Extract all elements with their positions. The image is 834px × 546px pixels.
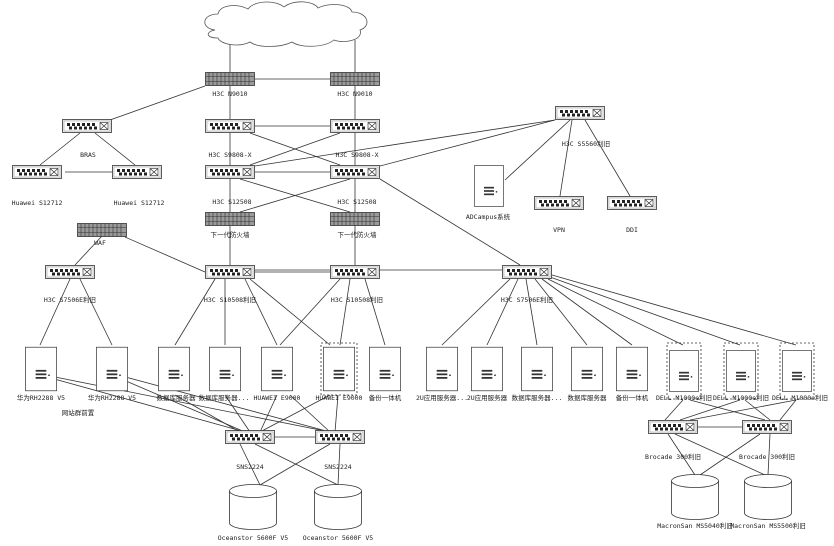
server-icon xyxy=(669,350,699,392)
server-label: 数据库服务器... xyxy=(199,393,250,402)
switch-icon xyxy=(12,165,62,179)
server-icon xyxy=(782,350,812,392)
website-group-label: 网站群前置 xyxy=(62,408,95,417)
switch-icon xyxy=(45,265,95,279)
switch-icon xyxy=(555,106,605,120)
server-icon xyxy=(521,346,553,392)
server-icon xyxy=(96,346,128,392)
server-icon xyxy=(158,346,190,392)
router-icon xyxy=(205,72,255,86)
huawei-switch-right-label: Huawei S12712 xyxy=(114,199,165,207)
server-icon xyxy=(571,346,603,392)
switch-icon xyxy=(205,119,255,133)
core-router-right-label: H3C N9010 xyxy=(337,90,372,98)
storage-icon xyxy=(229,484,277,530)
switch-icon xyxy=(742,420,792,434)
storage-label: MacronSan MS5040利旧 xyxy=(657,521,733,530)
core-router-left-label: H3C N9010 xyxy=(212,90,247,98)
agg-switch-left-label: H3C S9808-X xyxy=(208,151,251,159)
firewall-right-label: 下一代防火墙 xyxy=(338,230,378,239)
router-icon xyxy=(330,212,380,226)
server-group-frame xyxy=(666,342,702,400)
server-label: 2U应用服务器... xyxy=(416,393,468,402)
server-icon xyxy=(261,346,293,392)
switch-icon xyxy=(330,119,380,133)
server-icon xyxy=(25,346,57,392)
storage-label: Oceanstor 5600F V5 xyxy=(218,534,289,542)
s7506e-label: H3C S7506E利旧 xyxy=(44,295,96,304)
firewall-left-label: 下一代防火墙 xyxy=(211,230,251,239)
s7506e-right-label: H3C S7506E利旧 xyxy=(501,295,553,304)
devices xyxy=(12,72,815,530)
s10508-left-label: H3C S10508利旧 xyxy=(204,295,256,304)
storage-icon xyxy=(744,474,792,520)
server-label: 2U应用服务器 xyxy=(467,393,508,402)
router-icon xyxy=(77,223,127,237)
bras-label: BRAS xyxy=(80,151,96,159)
s10508-right-label: H3C S10508利旧 xyxy=(331,295,383,304)
switch-icon xyxy=(205,265,255,279)
server-icon xyxy=(474,165,504,207)
s5560-label: H3C S5560利旧 xyxy=(562,139,610,148)
s12508-left-label: H3C S12508 xyxy=(212,198,251,206)
server-label: DELL M1000e利旧 xyxy=(772,393,828,402)
adcampus-label: ADCampus系统 xyxy=(466,212,511,221)
server-label: 数据库服务器... xyxy=(512,393,563,402)
server-group-frame xyxy=(723,342,759,400)
server-icon xyxy=(369,346,401,392)
switch-icon xyxy=(330,165,380,179)
server-label: 华为RH2288 V5 xyxy=(17,393,65,402)
server-icon xyxy=(726,350,756,392)
server-label: 数据库服务器 xyxy=(568,393,608,402)
links xyxy=(39,40,797,486)
server-icon xyxy=(426,346,458,392)
switch-icon xyxy=(112,165,162,179)
switch-icon xyxy=(330,265,380,279)
switch-icon xyxy=(205,165,255,179)
brocade-right-label: Brocade 300利旧 xyxy=(739,452,795,461)
sns-left-label: SNS2224 xyxy=(236,463,263,471)
switch-icon xyxy=(502,265,552,279)
server-label: DELL M1000e利旧 xyxy=(656,393,712,402)
server-label: 数据库服务器 xyxy=(157,393,197,402)
storage-label: MacronSan MS5500利旧 xyxy=(730,521,806,530)
storage-icon xyxy=(314,484,362,530)
storage-icon xyxy=(671,474,719,520)
brocade-left-label: Brocade 300利旧 xyxy=(645,452,701,461)
server-group-frame xyxy=(320,342,358,396)
server-icon xyxy=(471,346,503,392)
switch-icon xyxy=(62,119,112,133)
server-group-frame xyxy=(779,342,815,400)
agg-switch-right-label: H3C S9808-X xyxy=(335,151,378,159)
server-label: HUAWEI E9000 xyxy=(316,394,363,402)
cloud-icon xyxy=(204,1,368,47)
waf-label: WAF xyxy=(94,239,106,247)
switch-icon xyxy=(534,196,584,210)
sns-right-label: SNS2224 xyxy=(324,463,351,471)
server-icon xyxy=(323,346,355,392)
s12508-right-label: H3C S12508 xyxy=(337,198,376,206)
switch-icon xyxy=(315,430,365,444)
server-label: 备份一体机 xyxy=(369,393,402,402)
internet-cloud xyxy=(204,1,368,47)
server-label: HUAWEI E9000 xyxy=(254,394,301,402)
server-label: 备份一体机 xyxy=(616,393,649,402)
router-icon xyxy=(330,72,380,86)
server-icon xyxy=(209,346,241,392)
switch-icon xyxy=(607,196,657,210)
server-label: 华为RH2288 V5 xyxy=(88,393,136,402)
server-icon xyxy=(616,346,648,392)
switch-icon xyxy=(225,430,275,444)
server-label: DELL M1000e利旧 xyxy=(713,393,769,402)
storage-label: Oceanstor 5600F V5 xyxy=(303,534,374,542)
huawei-switch-left-label: Huawei S12712 xyxy=(12,199,63,207)
labels: H3C N9010 H3C N9010 H3C S9808-X H3C S980… xyxy=(12,90,828,542)
vpn-label: VPN xyxy=(553,226,565,234)
router-icon xyxy=(205,212,255,226)
ddi-label: DDI xyxy=(626,226,638,234)
switch-icon xyxy=(648,420,698,434)
